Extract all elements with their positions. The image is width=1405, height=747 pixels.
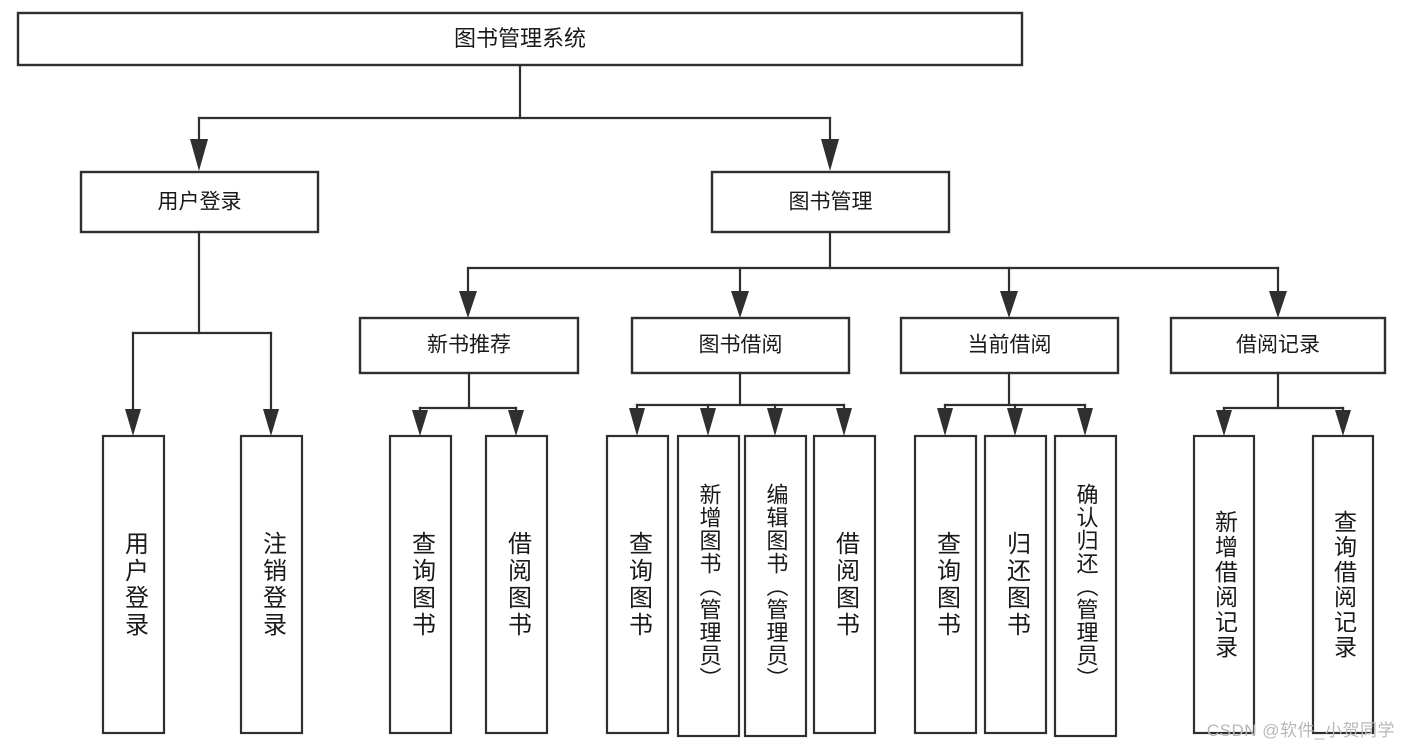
arrowhead-leaf-edit-book (767, 408, 783, 436)
node-current-borrow-rect[interactable] (899, 316, 1120, 375)
leaf-borrow-book-1-rect[interactable] (484, 434, 549, 735)
csdn-watermark: CSDN @软件_小贺同学 (1206, 721, 1395, 740)
node-root[interactable]: 图书管理系统 (16, 11, 1024, 67)
leaf-user-login-rect[interactable] (101, 434, 166, 735)
leaf-edit-book-rect[interactable] (743, 434, 808, 738)
node-book-borrow-rect[interactable] (630, 316, 851, 375)
node-borrow-record-label: 借阅记录 (1236, 334, 1320, 357)
node-user-login[interactable]: 用户登录 (79, 170, 320, 234)
leaf-query-book-2-rect[interactable] (605, 434, 670, 735)
node-current-borrow-label: 当前借阅 (968, 334, 1052, 357)
leaf-confirm-return-rect[interactable] (1053, 434, 1118, 738)
arrowhead-to-new-book (459, 291, 477, 318)
arrowhead-leaf-logout (263, 409, 279, 436)
leaf-logout-rect[interactable] (239, 434, 304, 735)
node-root-label: 图书管理系统 (454, 26, 586, 51)
node-borrow-record[interactable]: 借阅记录 (1169, 316, 1387, 375)
node-book-management[interactable]: 图书管理 (710, 170, 951, 234)
arrowhead-to-borrow-record (1269, 291, 1287, 318)
arrowhead-leaf-add-book (700, 408, 716, 436)
node-book-management-label: 图书管理 (789, 191, 873, 214)
arrowhead-leaf-user-login (125, 409, 141, 436)
leaf-query-book-1-rect[interactable] (388, 434, 453, 735)
leaf-add-record-rect[interactable] (1192, 434, 1256, 735)
leaf-borrow-book-2-rect[interactable] (812, 434, 877, 735)
node-new-book-recommend-label: 新书推荐 (427, 334, 511, 357)
node-new-book-recommend[interactable]: 新书推荐 (358, 316, 580, 375)
node-borrow-record-rect[interactable] (1169, 316, 1387, 375)
leaf-return-book-rect[interactable] (983, 434, 1048, 735)
leaf-query-record-rect[interactable] (1311, 434, 1375, 735)
arrowhead-leaf-query-book-2 (629, 408, 645, 436)
leaf-query-book-3-rect[interactable] (913, 434, 978, 735)
arrowhead-leaf-return-book (1007, 408, 1023, 436)
arrowhead-to-book-borrow (731, 291, 749, 318)
arrowhead-to-current-borrow (1000, 291, 1018, 318)
leaf-add-book-rect[interactable] (676, 434, 741, 738)
arrowhead-leaf-borrow-book-1 (508, 410, 524, 436)
arrowhead-leaf-query-record (1335, 410, 1351, 436)
node-user-login-label: 用户登录 (158, 191, 242, 214)
arrowhead-to-book-mgmt (821, 139, 839, 171)
node-root-rect[interactable] (16, 11, 1024, 67)
node-book-borrow[interactable]: 图书借阅 (630, 316, 851, 375)
arrowhead-to-user-login (190, 139, 208, 171)
node-book-borrow-label: 图书借阅 (699, 334, 783, 357)
arrowhead-leaf-query-book-3 (937, 408, 953, 436)
arrowhead-leaf-add-record (1216, 410, 1232, 436)
arrowhead-leaf-borrow-book-2 (836, 408, 852, 436)
arrowhead-leaf-confirm-return (1077, 408, 1093, 436)
node-current-borrow[interactable]: 当前借阅 (899, 316, 1120, 375)
node-new-book-recommend-rect[interactable] (358, 316, 580, 375)
node-book-management-rect[interactable] (710, 170, 951, 234)
arrowhead-leaf-query-book-1 (412, 410, 428, 436)
